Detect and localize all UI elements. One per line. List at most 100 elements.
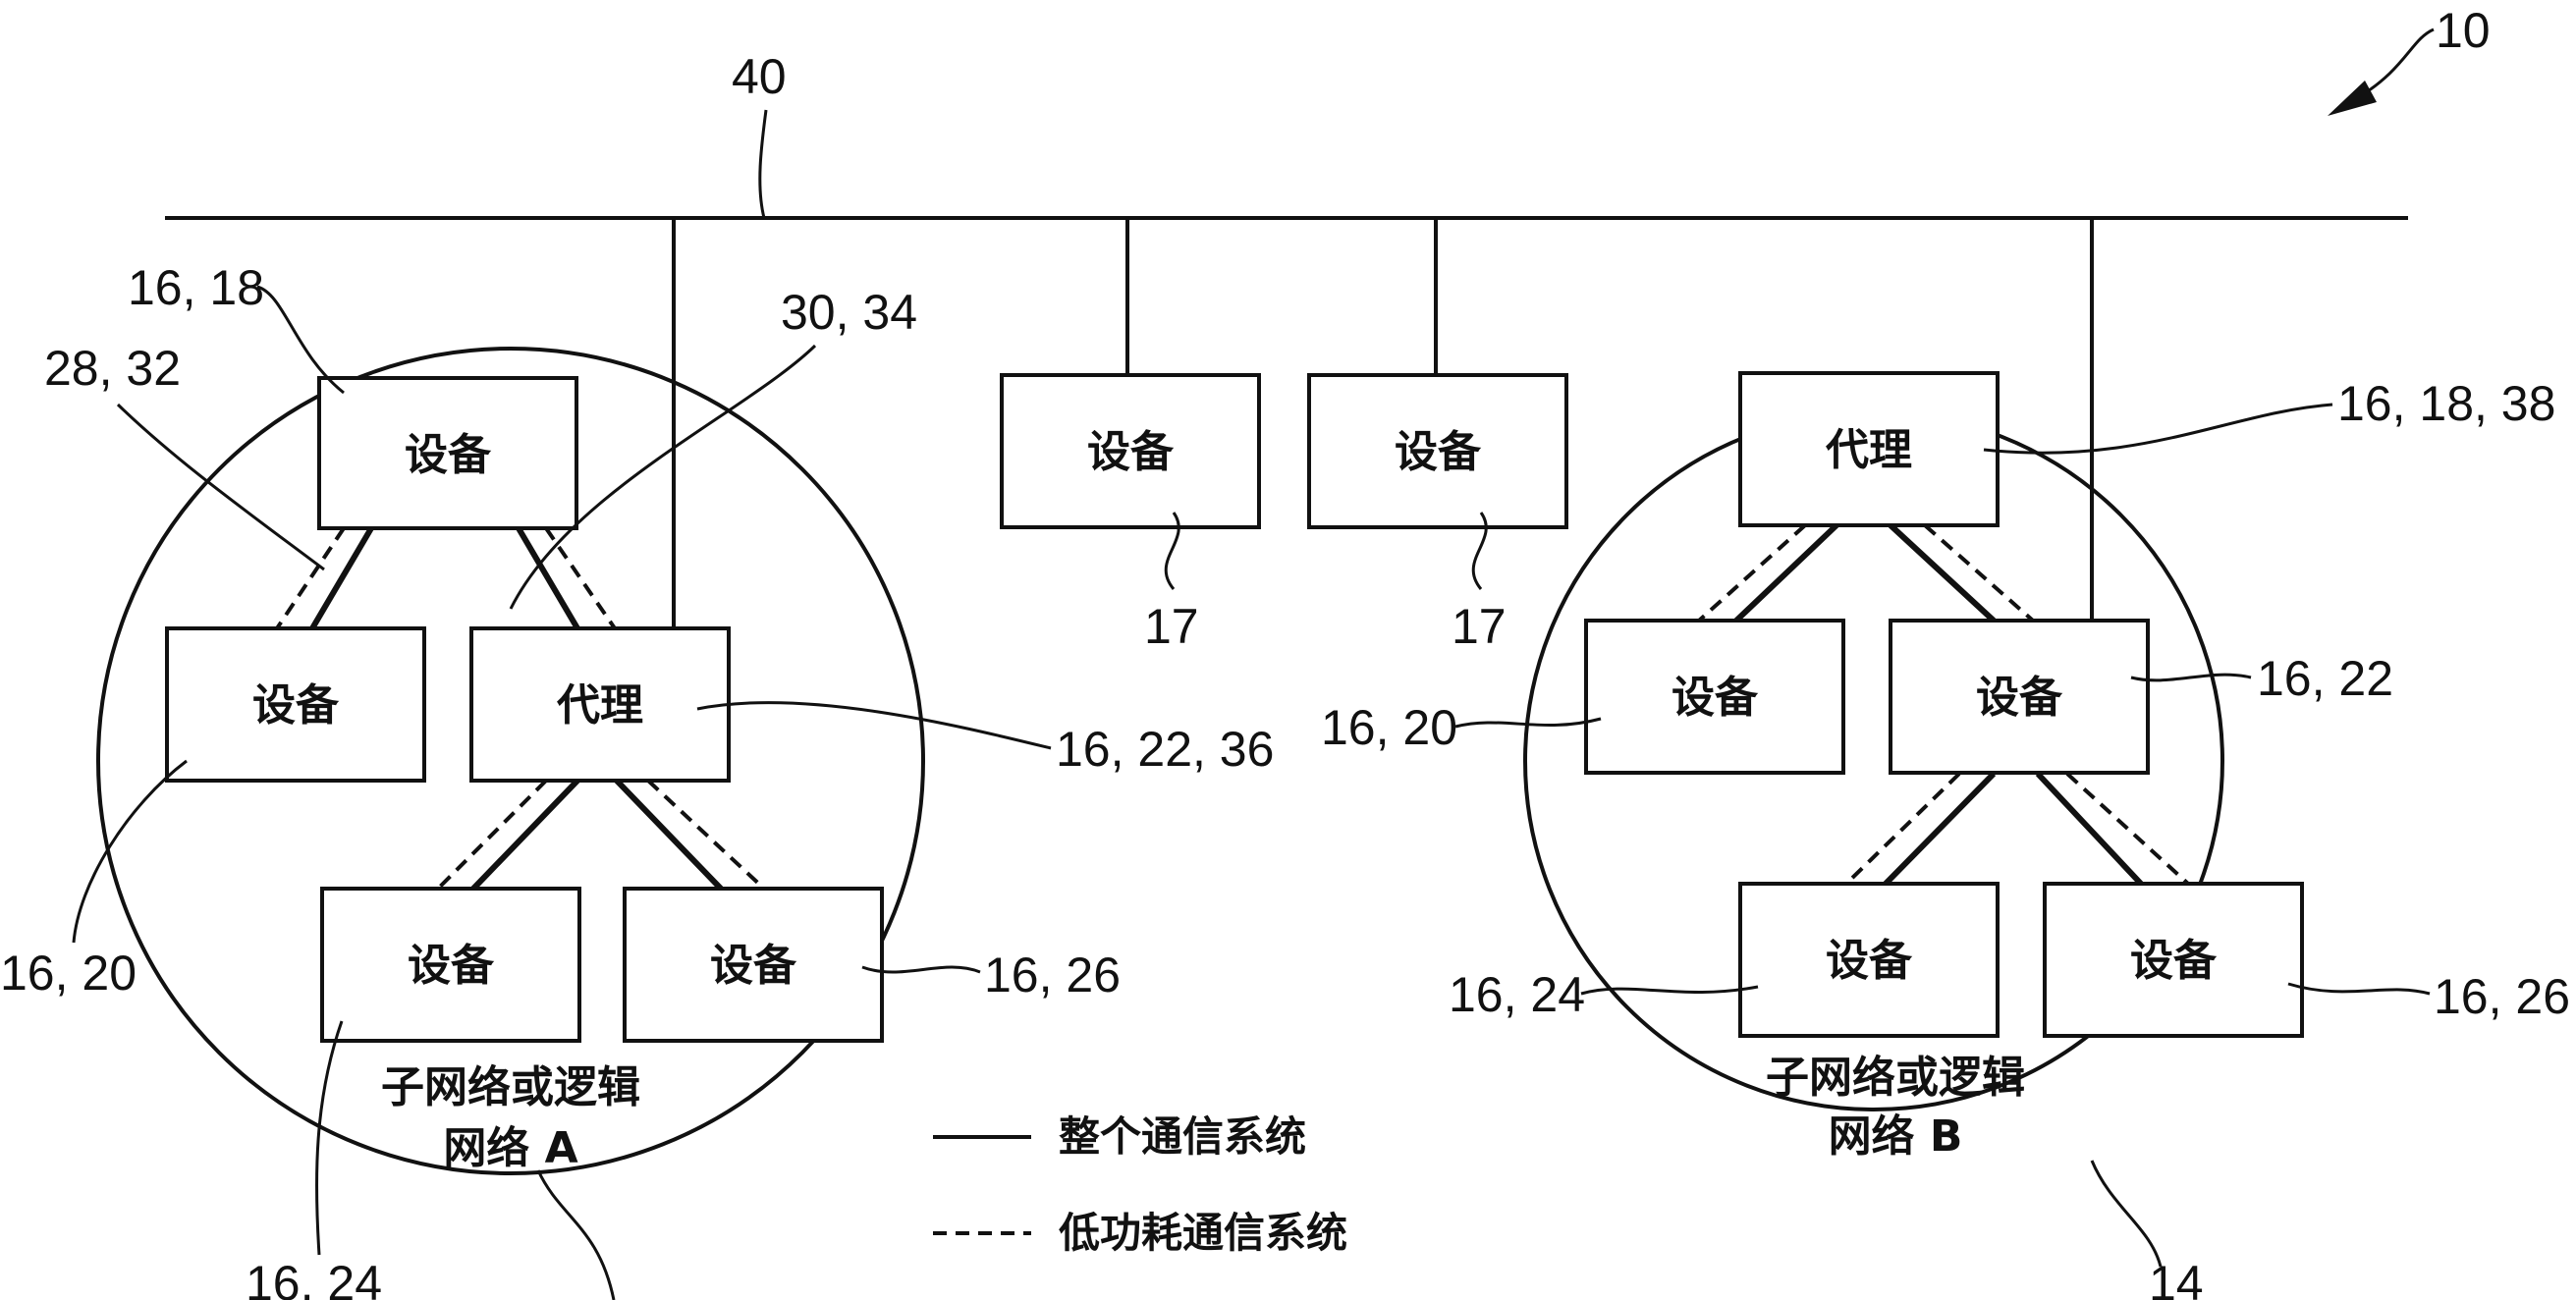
leader-middle-device2 [1471, 512, 1488, 590]
subnet-b-device-br-label: 设备 [2130, 936, 2218, 986]
link-b-proxy-left-dashed [1697, 523, 1807, 623]
subnet-b-device-left-box [1584, 619, 1845, 775]
leader-b-subnet [2090, 1160, 2163, 1268]
subnet-a: 设备 设备 代理 设备 设备 子网络或逻辑 网络 A 16, 18 28, 32… [0, 218, 1274, 1300]
figure-ref: 10 [2436, 3, 2491, 58]
subnet-b-device-bottom-left: 设备 [1738, 882, 2000, 1038]
ref-middle-device2: 17 [1452, 599, 1507, 654]
leader-b-device-bl [1580, 985, 1759, 996]
legend-solid-label: 整个通信系统 [1059, 1112, 1306, 1161]
ref-b-device-br: 16, 26 [2434, 969, 2570, 1024]
link-a-top-left-solid [309, 526, 374, 630]
subnet-a-device-left: 设备 [165, 626, 426, 783]
leader-a-link-right [509, 344, 817, 610]
main-bus: 40 [165, 49, 2408, 220]
middle-devices: 设备 设备 17 17 [1000, 218, 1568, 654]
subnet-a-device-bl-label: 设备 [408, 941, 495, 991]
subnet-b-device-left: 设备 [1584, 619, 1845, 775]
leader-middle-device1 [1164, 512, 1180, 590]
subnet-b-device-right: 设备 [1889, 619, 2150, 775]
subnet-b-device-br-box [2043, 882, 2304, 1038]
subnet-a-device-top: 设备 [317, 376, 578, 530]
middle-device1-box [1000, 373, 1261, 529]
middle-device1-label: 设备 [1087, 427, 1175, 477]
link-a-proxy-bl-solid [470, 778, 580, 892]
subnet-b-device-bottom-right: 设备 [2043, 882, 2304, 1038]
subnet-b-title-line1: 子网络或逻辑 [1766, 1053, 2025, 1103]
ref-b-device-bl: 16, 24 [1449, 967, 1585, 1022]
ref-b-proxy: 16, 18, 38 [2337, 376, 2555, 431]
subnet-a-title-line2: 网络 A [443, 1123, 577, 1173]
ref-a-device-top: 16, 18 [128, 260, 264, 315]
link-b-right-br-dashed [2065, 772, 2190, 886]
subnet-a-device-bl-box [320, 887, 581, 1043]
subnet-b-device-left-label: 设备 [1672, 673, 1759, 723]
subnet-a-device-bottom-left: 设备 [320, 887, 581, 1043]
leader-b-device-left [1454, 717, 1602, 729]
ref-middle-device1: 17 [1144, 599, 1199, 654]
link-b-proxy-right-dashed [1923, 523, 2035, 623]
link-a-top-proxy-dashed [544, 526, 617, 630]
subnet-b-device-right-label: 设备 [1976, 673, 2063, 723]
subnet-a-circle [96, 347, 925, 1175]
leader-a-device-top [256, 285, 345, 395]
link-a-top-left-dashed [275, 526, 346, 630]
figure-ref-arrowhead [2328, 81, 2377, 116]
leader-b-device-right [2130, 673, 2252, 682]
subnet-a-device-top-label: 设备 [405, 430, 492, 480]
link-b-right-br-solid [2035, 771, 2144, 887]
link-b-right-bl-dashed [1844, 772, 1961, 886]
middle-device-2: 设备 [1307, 373, 1568, 529]
ref-b-device-left: 16, 20 [1321, 700, 1457, 755]
leader-a-device-bl [314, 1020, 344, 1256]
subnet-b-device-bl-box [1738, 882, 2000, 1038]
subnet-b-proxy-box [1738, 371, 2000, 527]
subnet-a-device-left-label: 设备 [252, 680, 340, 731]
link-b-proxy-left-solid [1733, 522, 1839, 623]
link-a-proxy-br-solid [614, 778, 724, 892]
subnet-b-proxy: 代理 [1738, 371, 2000, 527]
link-a-proxy-br-dashed [646, 779, 766, 891]
bus-ref-leader [758, 109, 768, 219]
ref-a-device-br: 16, 26 [984, 948, 1121, 1002]
leader-a-device-br [861, 965, 981, 974]
ref-a-link-left: 28, 32 [44, 341, 181, 396]
ref-a-device-left: 16, 20 [0, 946, 137, 1001]
subnet-a-proxy-label: 代理 [556, 680, 643, 731]
link-b-proxy-right-solid [1888, 522, 1997, 623]
subnet-b-device-right-box [1889, 619, 2150, 775]
subnet-b-device-bl-label: 设备 [1826, 936, 1913, 986]
subnet-a-device-br-label: 设备 [710, 941, 797, 991]
link-a-proxy-bl-dashed [436, 779, 548, 891]
middle-device-1: 设备 [1000, 373, 1261, 529]
figure-ref-group: 10 [2328, 3, 2491, 116]
ref-a-proxy: 16, 22, 36 [1056, 722, 1274, 777]
link-a-top-proxy-solid [516, 526, 580, 630]
leader-a-proxy [696, 701, 1052, 750]
subnet-b-proxy-label: 代理 [1825, 425, 1912, 475]
leader-a-subnet [536, 1169, 616, 1300]
subnet-a-device-br-box [623, 887, 884, 1043]
subnet-a-device-bottom-right: 设备 [623, 887, 884, 1043]
subnet-b: 代理 设备 设备 设备 设备 子网络或逻辑 网络 B 16, 18, 38 16… [1321, 218, 2570, 1300]
leader-b-proxy [1983, 403, 2333, 455]
leader-a-link-left [116, 403, 325, 571]
subnet-a-title-line1: 子网络或逻辑 [381, 1062, 640, 1112]
ref-b-device-right: 16, 22 [2257, 651, 2393, 706]
legend-dashed-label: 低功耗通信系统 [1059, 1209, 1347, 1257]
leader-a-device-left [72, 759, 188, 944]
subnet-a-proxy: 代理 [469, 626, 731, 783]
figure-ref-leader [2356, 27, 2435, 100]
subnet-a-proxy-box [469, 626, 731, 783]
leader-b-device-br [2287, 982, 2431, 996]
middle-device2-box [1307, 373, 1568, 529]
ref-a-device-bl: 16, 24 [246, 1256, 382, 1300]
legend: 整个通信系统 低功耗通信系统 [933, 1112, 1347, 1257]
ref-b-subnet: 14 [2149, 1256, 2204, 1300]
subnet-a-device-top-box [317, 376, 578, 530]
subnet-a-device-left-box [165, 626, 426, 783]
middle-device2-label: 设备 [1395, 427, 1482, 477]
bus-ref: 40 [732, 49, 787, 104]
subnet-b-title-line2: 网络 B [1829, 1111, 1963, 1162]
